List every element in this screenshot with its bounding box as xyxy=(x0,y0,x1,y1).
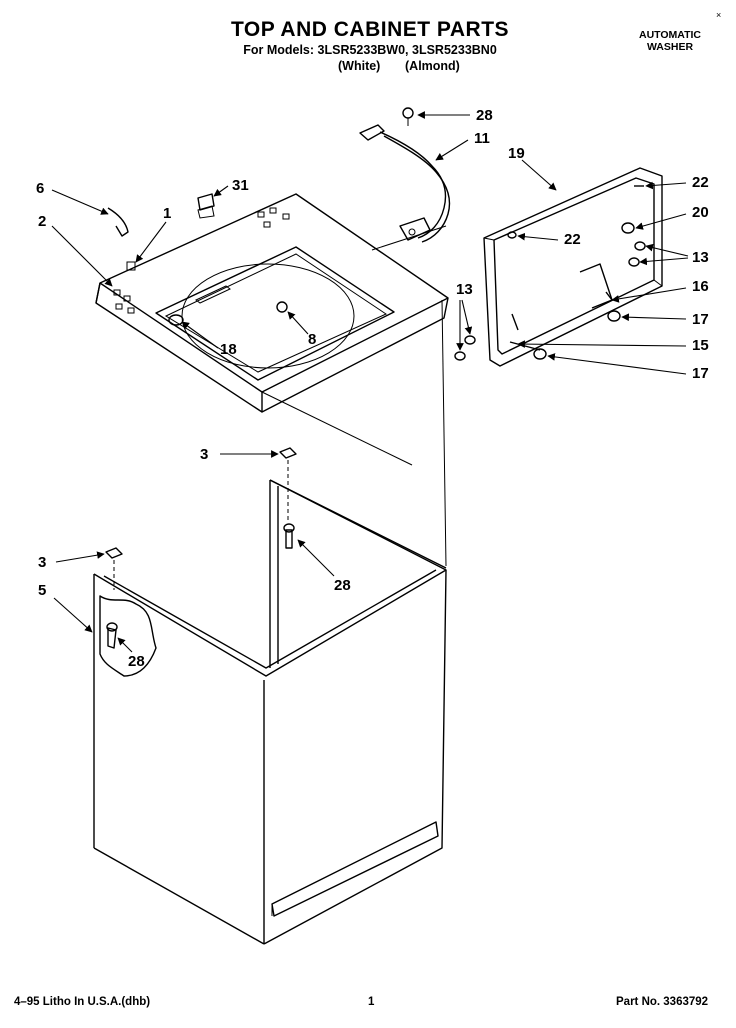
callout-16: 16 xyxy=(692,278,709,295)
wire-harness xyxy=(359,107,451,243)
callout-11: 11 xyxy=(474,130,490,147)
footer-part-number: Part No. 3363792 xyxy=(616,996,709,1008)
callout-22-right: 22 xyxy=(692,174,709,191)
callout-3-left: 3 xyxy=(38,554,46,571)
callouts: 28 11 19 6 31 1 2 22 22 20 13 16 17 15 1… xyxy=(36,107,709,670)
callout-6: 6 xyxy=(36,180,44,197)
appliance-type: AUTOMATIC WASHER xyxy=(620,29,720,53)
callout-2: 2 xyxy=(38,213,46,230)
washer-top xyxy=(95,193,449,466)
lid-assembly xyxy=(454,167,663,367)
callout-28-top: 28 xyxy=(476,107,493,124)
callout-18: 18 xyxy=(220,341,237,358)
callout-20: 20 xyxy=(692,204,709,221)
callout-28-center: 28 xyxy=(334,577,351,594)
footer-litho: 4–95 Litho In U.S.A.(dhb) xyxy=(14,996,151,1008)
callout-15: 15 xyxy=(692,337,709,354)
callout-13-right: 13 xyxy=(692,249,709,266)
footer-page-number: 1 xyxy=(368,996,375,1008)
callout-13-left: 13 xyxy=(456,281,473,298)
callout-3-center: 3 xyxy=(200,446,208,463)
models-label: For Models: 3LSR5233BW0, 3LSR5233BN0 xyxy=(243,43,497,57)
corner-mark: × xyxy=(716,10,722,20)
callout-17-lower: 17 xyxy=(692,365,709,382)
callout-22-inner: 22 xyxy=(564,231,581,248)
appliance-line-1: AUTOMATIC xyxy=(638,29,702,41)
callout-8: 8 xyxy=(308,331,316,348)
callout-17-upper: 17 xyxy=(692,311,709,328)
appliance-line-2: WASHER xyxy=(646,41,694,53)
callout-28-left: 28 xyxy=(128,653,145,670)
callout-31: 31 xyxy=(232,177,249,194)
cabinet xyxy=(93,299,447,945)
callout-19: 19 xyxy=(508,145,525,162)
variant-white: (White) xyxy=(338,59,381,73)
page-title: TOP AND CABINET PARTS xyxy=(230,18,510,41)
variant-almond: (Almond) xyxy=(405,59,460,73)
callout-5: 5 xyxy=(38,582,46,599)
callout-1: 1 xyxy=(163,205,171,222)
